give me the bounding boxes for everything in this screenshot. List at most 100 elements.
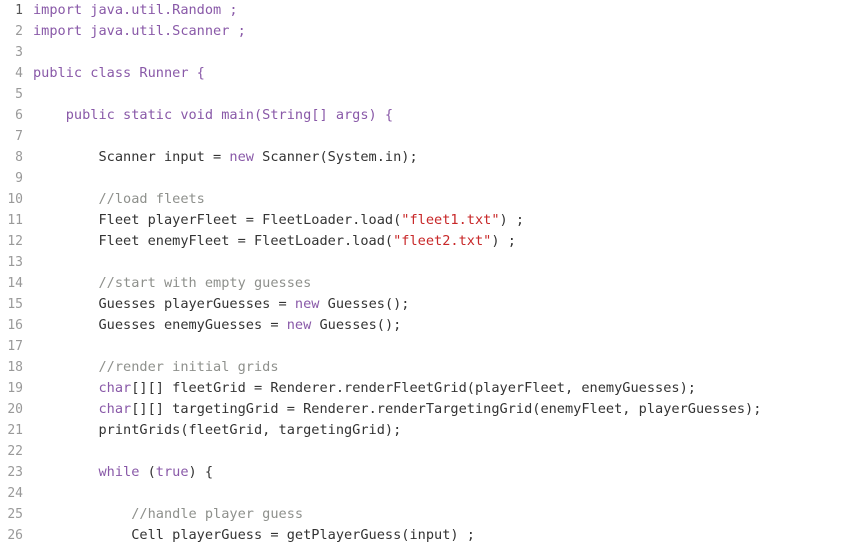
code-token: Guesses(); [319, 296, 410, 312]
code-line[interactable]: 11 Fleet playerFleet = FleetLoader.load(… [0, 210, 868, 231]
code-token: [][] targetingGrid = Renderer.renderTarg… [131, 401, 762, 417]
code-token: new [294, 296, 320, 312]
line-number: 12 [7, 234, 23, 249]
code-line[interactable]: 14 //start with empty guesses [0, 273, 868, 294]
code-text[interactable]: while (true) { [33, 462, 213, 483]
code-line[interactable]: 7 [0, 126, 868, 147]
code-text[interactable]: import java.util.Scanner ; [33, 21, 246, 42]
code-token: import java.util.Scanner ; [33, 23, 246, 39]
line-number: 6 [15, 108, 23, 123]
code-token: char [98, 401, 132, 417]
code-token [33, 464, 98, 480]
code-token: Fleet playerFleet = FleetLoader.load( [33, 212, 402, 228]
line-number: 19 [7, 381, 23, 396]
code-token: Guesses playerGuesses = [33, 296, 295, 312]
code-token: import java.util.Random ; [33, 2, 238, 18]
code-line[interactable]: 18 //render initial grids [0, 357, 868, 378]
line-number: 3 [15, 45, 23, 60]
code-token: "fleet2.txt" [393, 233, 492, 249]
code-line[interactable]: 6 public static void main(String[] args)… [0, 105, 868, 126]
code-token: [][] fleetGrid = Renderer.renderFleetGri… [131, 380, 696, 396]
code-line[interactable]: 20 char[][] targetingGrid = Renderer.ren… [0, 399, 868, 420]
code-token: true [155, 464, 189, 480]
code-line[interactable]: 19 char[][] fleetGrid = Renderer.renderF… [0, 378, 868, 399]
line-number: 7 [15, 129, 23, 144]
code-text[interactable]: Guesses enemyGuesses = new Guesses(); [33, 315, 401, 336]
line-number: 16 [7, 318, 23, 333]
code-line[interactable]: 10 //load fleets [0, 189, 868, 210]
code-line[interactable]: 13 [0, 252, 868, 273]
line-number: 17 [7, 339, 23, 354]
code-text[interactable]: //handle player guess [33, 504, 303, 525]
code-line[interactable]: 4 public class Runner { [0, 63, 868, 84]
code-text[interactable]: Fleet enemyFleet = FleetLoader.load("fle… [33, 231, 515, 252]
code-token: new [286, 317, 312, 333]
code-line[interactable]: 8 Scanner input = new Scanner(System.in)… [0, 147, 868, 168]
code-line[interactable]: 2 import java.util.Scanner ; [0, 21, 868, 42]
line-number: 13 [7, 255, 23, 270]
code-token: new [229, 149, 254, 165]
code-token [33, 380, 98, 396]
code-text[interactable]: Scanner input = new Scanner(System.in); [33, 147, 418, 168]
line-number: 24 [7, 486, 23, 501]
code-text[interactable]: Cell playerGuess = getPlayerGuess(input)… [33, 525, 475, 546]
code-text[interactable]: public class Runner { [33, 63, 205, 84]
code-token: Scanner input = [33, 149, 230, 165]
code-token [33, 401, 98, 417]
code-token: public class Runner { [33, 65, 205, 81]
line-number: 8 [15, 150, 23, 165]
code-text[interactable]: Fleet playerFleet = FleetLoader.load("fl… [33, 210, 524, 231]
code-line[interactable]: 24 [0, 483, 868, 504]
code-token: Cell playerGuess = getPlayerGuess(input)… [33, 527, 475, 543]
code-token: public static void main(String[] args) { [33, 107, 394, 123]
code-text[interactable]: char[][] targetingGrid = Renderer.render… [33, 399, 761, 420]
code-token: printGrids(fleetGrid, targetingGrid); [33, 422, 402, 438]
code-line[interactable]: 21 printGrids(fleetGrid, targetingGrid); [0, 420, 868, 441]
line-number: 4 [15, 66, 23, 81]
line-number: 10 [7, 192, 23, 207]
code-text[interactable]: public static void main(String[] args) { [33, 105, 393, 126]
code-line[interactable]: 22 [0, 441, 868, 462]
code-line[interactable]: 3 [0, 42, 868, 63]
code-token: Scanner(System.in); [253, 149, 418, 165]
line-number: 9 [15, 171, 23, 186]
code-token: char [98, 380, 132, 396]
code-token: Fleet enemyFleet = FleetLoader.load( [33, 233, 394, 249]
line-number: 18 [7, 360, 23, 375]
code-text[interactable]: Guesses playerGuesses = new Guesses(); [33, 294, 410, 315]
code-line[interactable]: 16 Guesses enemyGuesses = new Guesses(); [0, 315, 868, 336]
code-text[interactable]: //start with empty guesses [33, 273, 311, 294]
line-number: 25 [7, 507, 23, 522]
code-text[interactable]: char[][] fleetGrid = Renderer.renderFlee… [33, 378, 696, 399]
code-token: while [98, 464, 140, 480]
code-text[interactable]: //render initial grids [33, 357, 279, 378]
code-line[interactable]: 5 [0, 84, 868, 105]
line-number: 26 [7, 528, 23, 543]
line-number: 11 [7, 213, 23, 228]
code-text[interactable]: import java.util.Random ; [33, 0, 238, 21]
code-line[interactable]: 15 Guesses playerGuesses = new Guesses()… [0, 294, 868, 315]
code-line[interactable]: 17 [0, 336, 868, 357]
line-number: 23 [7, 465, 23, 480]
line-number: 14 [7, 276, 23, 291]
code-line[interactable]: 9 [0, 168, 868, 189]
code-token: ) { [188, 464, 214, 480]
line-number: 22 [7, 444, 23, 459]
code-token: //render initial grids [33, 359, 279, 375]
code-line[interactable]: 26 Cell playerGuess = getPlayerGuess(inp… [0, 525, 868, 546]
line-number: 2 [15, 24, 23, 39]
code-line[interactable]: 12 Fleet enemyFleet = FleetLoader.load("… [0, 231, 868, 252]
line-number: 20 [7, 402, 23, 417]
line-number: 21 [7, 423, 23, 438]
code-text[interactable]: //load fleets [33, 189, 205, 210]
code-token: Guesses(); [311, 317, 402, 333]
code-line[interactable]: 23 while (true) { [0, 462, 868, 483]
code-text[interactable]: printGrids(fleetGrid, targetingGrid); [33, 420, 401, 441]
code-token: //load fleets [33, 191, 205, 207]
code-token: //handle player guess [33, 506, 304, 522]
line-number: 5 [15, 87, 23, 102]
code-line[interactable]: 25 //handle player guess [0, 504, 868, 525]
line-number: 15 [7, 297, 23, 312]
